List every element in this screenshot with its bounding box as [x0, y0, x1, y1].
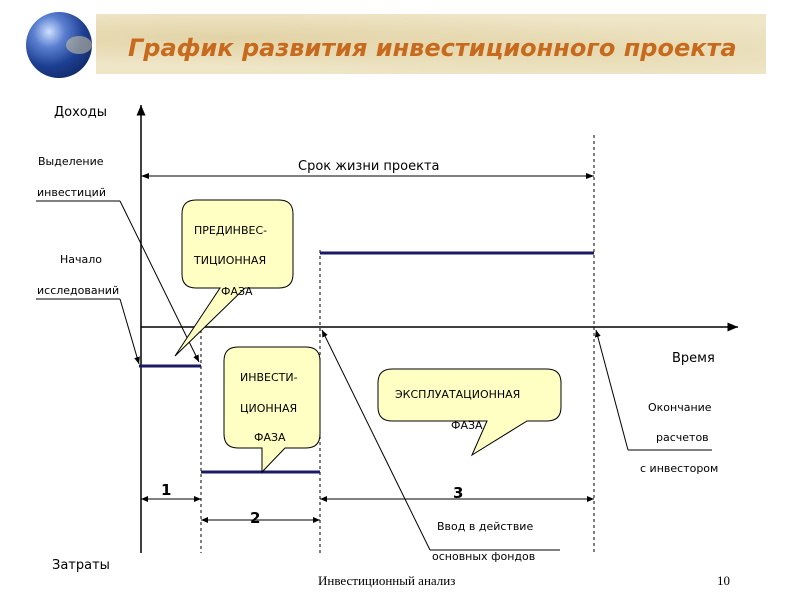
invest-alloc-label-1: Выделение	[38, 155, 104, 168]
end-label-3: с инвестором	[640, 462, 719, 475]
phase-number-1: 1	[161, 481, 172, 499]
x-axis-label: Время	[672, 351, 715, 366]
callout-preinvest-text-3: ФАЗА	[221, 285, 253, 298]
callout-preinvest-text-2: ТИЦИОННАЯ	[194, 254, 267, 267]
end-label-1: Окончание	[648, 401, 712, 414]
commission-label-2: основных фондов	[432, 550, 536, 563]
page-title: График развития инвестиционного проекта	[128, 34, 737, 62]
lifetime-label: Срок жизни проекта	[298, 159, 440, 174]
phase-number-2: 2	[250, 509, 261, 527]
y-axis-top-label: Доходы	[54, 105, 108, 120]
research-label-2: исследований	[37, 284, 120, 297]
callout-invest-text-2: ЦИОННАЯ	[240, 402, 298, 415]
callout-preinvest	[174, 199, 294, 357]
leader-commission	[321, 329, 431, 551]
research-label-1: Начало	[60, 253, 103, 266]
end-label-2: расчетов	[656, 431, 709, 444]
callout-invest-text-3: ФАЗА	[254, 431, 286, 444]
callout-operation-text-2: ФАЗА	[451, 419, 483, 432]
title-banner	[96, 14, 766, 74]
commission-label-1: Ввод в действие	[437, 520, 534, 533]
leader-invest-alloc	[119, 200, 200, 363]
footer-text: Инвестиционный анализ	[318, 573, 456, 588]
callout-operation-text-1: ЭКСПЛУАТАЦИОННАЯ	[395, 388, 521, 401]
y-axis-bottom-label: Затраты	[52, 558, 110, 573]
globe-icon	[26, 12, 92, 78]
phase-number-3: 3	[453, 484, 464, 502]
callout-invest	[223, 346, 321, 474]
invest-alloc-label-2: инвестиций	[37, 186, 106, 199]
callout-invest-text-1: ИНВЕСТИ-	[240, 371, 298, 384]
callout-preinvest-text-1: ПРЕДИНВЕС-	[194, 224, 268, 237]
leader-end	[594, 329, 629, 451]
leader-research	[119, 298, 140, 365]
page-number: 10	[717, 573, 730, 588]
callout-operation	[377, 368, 562, 457]
